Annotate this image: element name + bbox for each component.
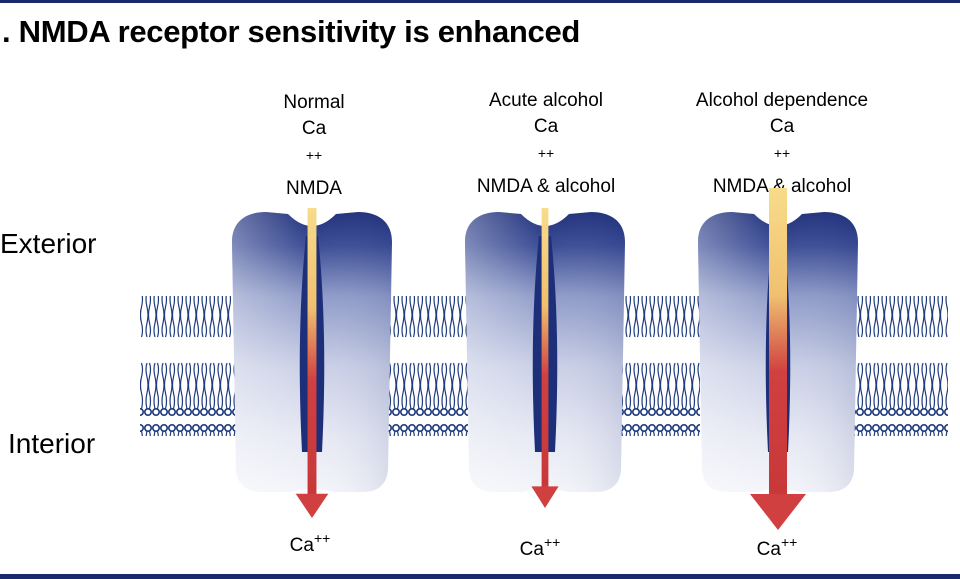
membrane-bilayer-segment [848,296,948,436]
calcium-flow-arrow-shaft [307,208,317,495]
ca-ion-out-dependence: Ca++ [756,534,798,560]
calcium-flow-arrow-head [295,493,329,518]
condition-agonist: NMDA & alcohol [476,176,616,197]
top-frame-border [0,0,960,3]
bottom-frame-border [0,574,960,579]
ca-ion-out-acute: Ca++ [519,534,561,560]
slide-title: . NMDA receptor sensitivity is enhanced [2,14,581,49]
exterior-label: Exterior [0,228,97,259]
calcium-flow-arrow-head [750,494,806,530]
ca-ion-out-normal: Ca++ [289,530,331,556]
condition-ion: Ca++ [301,118,327,163]
calcium-flow-arrow-shaft [541,208,549,488]
calcium-flow-arrow-head [531,486,559,508]
nmda-channel-normal [232,208,392,518]
membrane-bilayer-segment [140,296,240,436]
condition-acute-header: Acute alcohol Ca++ NMDA & alcohol [446,88,646,200]
membrane-bilayer-segment [610,296,700,436]
condition-normal-header: Normal Ca++ NMDA [234,90,394,202]
interior-label: Interior [8,428,96,459]
membrane-bilayer-segment [380,296,468,436]
nmda-channel-alcohol-dependence [698,188,858,530]
condition-heading: Alcohol dependence [695,90,869,111]
condition-agonist: NMDA & alcohol [712,176,852,197]
nmda-channel-acute-alcohol [465,208,625,508]
calcium-flow-arrow-shaft [769,188,787,495]
condition-dependence-header: Alcohol dependence Ca++ NMDA & alcohol [664,88,900,200]
condition-ion: Ca++ [533,116,559,161]
condition-agonist: NMDA [286,178,342,199]
condition-ion: Ca++ [769,116,795,161]
condition-heading: Normal [283,92,345,113]
condition-heading: Acute alcohol [488,90,604,111]
